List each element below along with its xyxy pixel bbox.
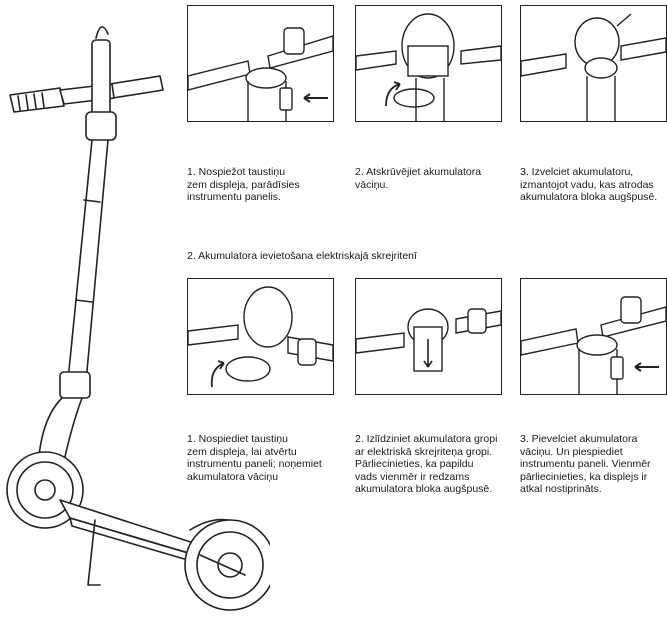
step-bottom-3-caption: 3. Pievelciet akumulatora vāciņu. Un pie… [520,433,651,495]
step-top-3-caption: 3. Izvelciet akumulatoru, izmantojot vad… [520,166,658,203]
step-top-1-caption: 1. Nospiežot taustiņu zem displeja, parā… [187,166,300,203]
step-bottom-1-image [187,278,334,395]
step-top-3-image [520,5,667,122]
scooter-illustration [6,26,270,611]
step-top-2-caption: 2. Atskrūvējiet akumulatora vāciņu. [355,166,482,191]
step-bottom-2-image [355,278,502,395]
step-bottom-1-caption: 1. Nospiediet taustiņu zem displeja, lai… [187,433,322,483]
step-top-2-image [355,5,502,122]
section-title: 2. Akumulatora ievietošana elektriskajā … [187,250,417,262]
step-top-1-image [187,5,334,122]
step-bottom-2-caption: 2. Izlīdziniet akumulatora gropi ar elek… [355,433,498,495]
step-bottom-3-image [520,278,667,395]
